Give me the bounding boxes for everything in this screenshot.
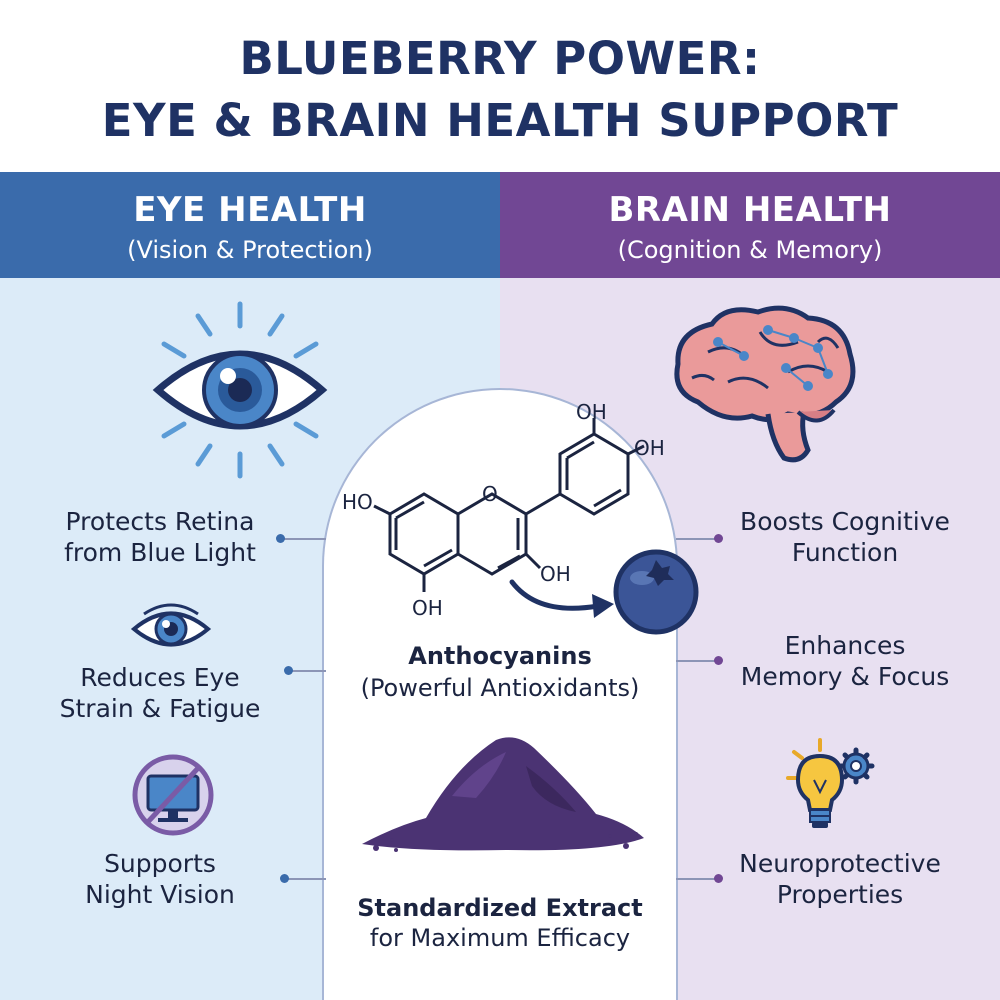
- extract-label: Standardized Extract for Maximum Efficac…: [322, 894, 678, 952]
- title-area: BLUEBERRY POWER: EYE & BRAIN HEALTH SUPP…: [0, 0, 1000, 172]
- page-title-line2: EYE & BRAIN HEALTH SUPPORT: [101, 94, 899, 147]
- label-oh-top: OH: [576, 400, 607, 424]
- feature-neuroprotective: Neuroprotective Properties: [739, 849, 941, 909]
- connector-line: [676, 878, 718, 880]
- label-oh-mid: OH: [540, 562, 571, 586]
- label-ho-left: HO: [342, 490, 373, 514]
- arrow-icon: [509, 579, 614, 618]
- eye-health-title: EYE HEALTH: [133, 190, 367, 230]
- small-eye-icon: [130, 603, 212, 647]
- brain-health-subtitle: (Cognition & Memory): [617, 236, 883, 264]
- eye-health-header: EYE HEALTH (Vision & Protection): [0, 172, 500, 278]
- brain-health-header: BRAIN HEALTH (Cognition & Memory): [500, 172, 1000, 278]
- label-oh-bottom: OH: [412, 596, 443, 620]
- connector-dot: [276, 534, 285, 543]
- brain-health-title: BRAIN HEALTH: [608, 190, 892, 230]
- connector-line: [676, 538, 718, 540]
- label-o-ring: O: [482, 482, 498, 506]
- connector-dot: [280, 874, 289, 883]
- compound-description: (Powerful Antioxidants): [360, 674, 640, 702]
- connector-line: [284, 878, 326, 880]
- powder-icon: [362, 737, 644, 852]
- connector-line: [288, 670, 326, 672]
- connector-dot: [714, 656, 723, 665]
- eye-health-subtitle: (Vision & Protection): [127, 236, 373, 264]
- connector-dot: [714, 534, 723, 543]
- no-screen-icon: [132, 754, 214, 836]
- connector-line: [280, 538, 326, 540]
- lightbulb-gear-icon: [786, 738, 875, 828]
- extract-line1: Standardized Extract: [357, 894, 643, 922]
- page-title-line1: BLUEBERRY POWER:: [239, 32, 761, 85]
- feature-reduces-eye-strain: Reduces Eye Strain & Fatigue: [59, 663, 261, 723]
- brain-icon: [674, 305, 856, 463]
- feature-boosts-cognitive: Boosts Cognitive Function: [740, 507, 950, 567]
- feature-protects-retina: Protects Retina from Blue Light: [64, 507, 256, 567]
- anthocyanin-molecule-diagram: [373, 418, 645, 592]
- connector-dot: [284, 666, 293, 675]
- connector-dot: [714, 874, 723, 883]
- label-oh-right: OH: [634, 436, 665, 460]
- connector-line: [676, 660, 718, 662]
- extract-line2: for Maximum Efficacy: [369, 924, 631, 952]
- compound-label: Anthocyanins (Powerful Antioxidants): [322, 642, 678, 702]
- compound-name: Anthocyanins: [408, 642, 592, 670]
- blueberry-icon: [613, 549, 699, 635]
- feature-enhances-memory: Enhances Memory & Focus: [740, 631, 950, 691]
- feature-supports-night-vision: Supports Night Vision: [85, 849, 235, 909]
- eye-icon: [152, 301, 328, 479]
